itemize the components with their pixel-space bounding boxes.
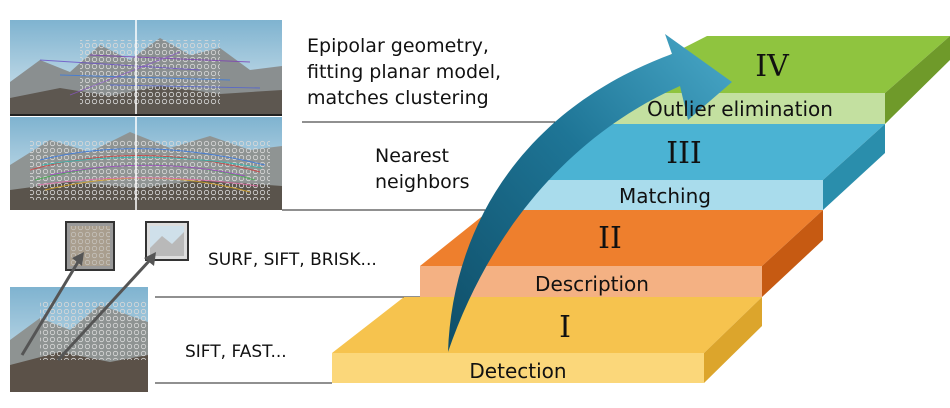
step-1-label: Detection — [469, 359, 566, 383]
method-step-2: SURF, SIFT, BRISK... — [208, 250, 377, 270]
method-step-4-line: Epipolar geometry, — [307, 35, 489, 57]
step-3-block — [508, 124, 885, 210]
step-2-numeral: II — [598, 221, 622, 256]
progression-arrow — [448, 34, 732, 352]
step-4-numeral: IV — [755, 49, 790, 84]
photo-panel-middle — [10, 117, 282, 210]
method-step-3-line: Nearest — [375, 145, 449, 167]
step-1-block — [332, 297, 762, 383]
step-4-label: Outlier elimination — [647, 97, 833, 121]
method-step-3-line: neighbors — [375, 171, 470, 193]
separator-lines — [155, 121, 595, 384]
step-2-block — [420, 210, 823, 297]
step-1-numeral: I — [559, 310, 571, 345]
step-2-label: Description — [535, 272, 649, 296]
patch-thumbnail-2 — [145, 221, 189, 261]
method-step-4-line: fitting planar model, — [307, 61, 501, 83]
method-step-4-line: matches clustering — [307, 87, 489, 109]
patch-thumbnail-1 — [65, 221, 115, 271]
photo-panel-top — [10, 20, 282, 116]
step-3-label: Matching — [619, 184, 711, 208]
step-3-numeral: III — [666, 136, 702, 171]
photo-panel-bottom — [10, 287, 148, 392]
thumbnail-pointer-arrows — [20, 252, 156, 362]
method-step-4: Epipolar geometry, fitting planar model, m… — [307, 35, 501, 109]
method-step-1: SIFT, FAST... — [185, 342, 287, 362]
method-step-3: Nearest neighbors — [375, 145, 470, 193]
